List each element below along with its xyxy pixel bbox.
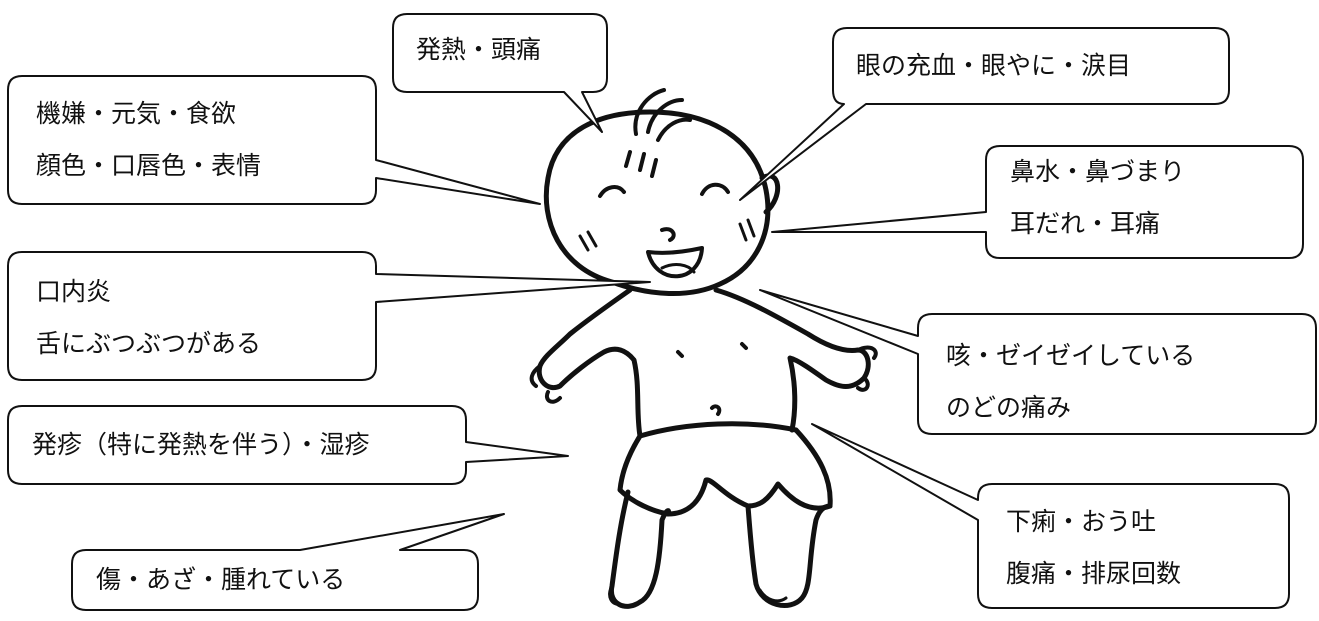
baby-cheek-left	[578, 230, 598, 252]
callout-fever-bubble	[392, 13, 608, 133]
baby-illustration	[529, 88, 878, 609]
callout-mood-bubble	[7, 75, 541, 205]
baby-leg-left	[608, 489, 671, 609]
callout-nose-line-1: 鼻水・鼻づまり	[1010, 157, 1186, 186]
baby-toes	[608, 584, 788, 606]
callout-cough-line-1: 咳・ゼイゼイしている	[946, 341, 1196, 370]
callout-mood: 機嫌・元気・食欲 顔色・口唇色・表情	[36, 88, 261, 192]
callout-bruise-line-1: 傷・あざ・腫れている	[96, 565, 346, 594]
baby-mouth	[646, 246, 704, 279]
callout-rash-bubble	[7, 405, 569, 485]
callout-nose-bubble	[771, 145, 1304, 259]
callout-fever-line-1: 発熱・頭痛	[416, 35, 542, 64]
baby-diaper	[617, 421, 833, 517]
baby-navel	[710, 404, 722, 416]
baby-forehead-marks	[624, 150, 658, 178]
callout-stomach-bubble	[811, 423, 1290, 609]
callout-stomach: 下痢・おう吐 腹痛・排尿回数	[1006, 496, 1181, 600]
baby-hand-left	[529, 364, 562, 404]
callout-shapes	[7, 13, 1317, 611]
callout-stomach-line-1: 下痢・おう吐	[1006, 507, 1157, 536]
callout-mouth-line-2: 舌にぶつぶつがある	[36, 329, 262, 358]
callout-mood-line-2: 顔色・口唇色・表情	[36, 151, 262, 180]
callout-mouth-bubble	[7, 251, 651, 381]
callout-stomach-line-2: 腹痛・排尿回数	[1006, 559, 1182, 588]
callout-eyes: 眼の充血・眼やに・涙目	[856, 40, 1131, 92]
callout-mood-line-1: 機嫌・元気・食欲	[36, 99, 237, 128]
callout-mouth-line-1: 口内炎	[36, 277, 112, 306]
baby-head	[543, 109, 771, 297]
callout-cough-bubble	[759, 289, 1317, 435]
callout-nose-line-2: 耳だれ・耳痛	[1010, 209, 1161, 238]
baby-tongue	[660, 263, 696, 274]
callout-bruise-bubble	[71, 513, 505, 611]
baby-eyebrow-right	[700, 182, 730, 196]
callout-bruise: 傷・あざ・腫れている	[96, 554, 345, 606]
callout-cough-line-2: のどの痛み	[946, 393, 1072, 422]
callout-rash: 発疹（特に発熱を伴う）・湿疹	[32, 419, 370, 471]
baby-cheek-marks	[738, 218, 756, 242]
callout-eyes-bubble	[739, 27, 1230, 201]
baby-hair	[633, 88, 692, 142]
callout-nose: 鼻水・鼻づまり 耳だれ・耳痛	[1010, 146, 1185, 250]
callout-mouth: 口内炎 舌にぶつぶつがある	[36, 266, 261, 370]
baby-eyebrow-left	[598, 185, 626, 198]
callout-fever: 発熱・頭痛	[416, 24, 541, 76]
baby-nipples	[676, 342, 748, 358]
baby-leg-right	[745, 503, 833, 608]
callout-eyes-line-1: 眼の充血・眼やに・涙目	[856, 51, 1132, 80]
baby-hand-right	[856, 345, 878, 392]
callout-rash-line-1: 発疹（特に発熱を伴う）・湿疹	[32, 430, 370, 459]
baby-nose	[660, 227, 676, 242]
callout-cough: 咳・ゼイゼイしている のどの痛み	[946, 330, 1195, 434]
